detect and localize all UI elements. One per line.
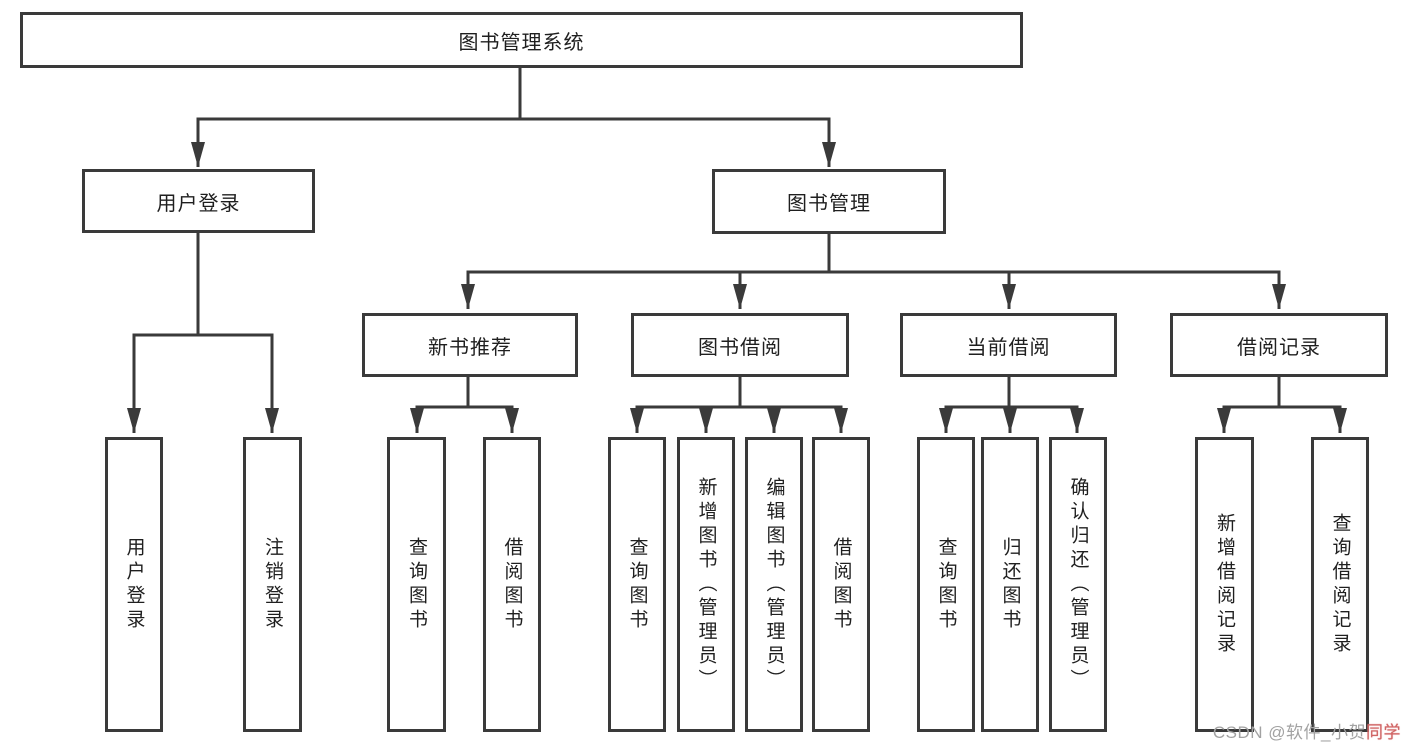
node-label: 图书管理 xyxy=(787,193,871,215)
csdn-watermark: CSDN @软件_小贺同学 xyxy=(1213,718,1401,743)
node-label: 新增图书（管理员） xyxy=(695,476,717,693)
node-label: 查询借阅记录 xyxy=(1329,512,1351,657)
node-label: 归还图书 xyxy=(999,536,1021,633)
node-label: 借阅记录 xyxy=(1237,336,1321,359)
watermark-prefix: CSDN @软件_小贺 xyxy=(1212,723,1366,742)
node-label: 借阅图书 xyxy=(501,536,523,633)
node-label: 用户登录 xyxy=(156,192,241,215)
node-book-management: 图书管理 xyxy=(712,169,946,234)
leaf-return-book: 归还图书 xyxy=(981,437,1039,732)
leaf-borrow-book: 借阅图书 xyxy=(812,437,870,732)
node-label: 图书借阅 xyxy=(698,336,782,359)
leaf-add-borrow-record: 新增借阅记录 xyxy=(1195,437,1254,732)
node-label: 查询图书 xyxy=(935,536,957,633)
leaf-confirm-return-admin: 确认归还（管理员） xyxy=(1049,437,1107,732)
node-label: 编辑图书（管理员） xyxy=(763,476,785,693)
leaf-add-book-admin: 新增图书（管理员） xyxy=(677,437,735,732)
leaf-user-login: 用户登录 xyxy=(105,437,163,732)
node-label: 当前借阅 xyxy=(966,336,1051,359)
node-label: 确认归还（管理员） xyxy=(1067,476,1089,693)
node-label: 用户登录 xyxy=(123,536,145,633)
watermark-suffix: 同学 xyxy=(1366,723,1401,742)
leaf-recommend-query-book: 查询图书 xyxy=(387,437,446,732)
leaf-current-query-book: 查询图书 xyxy=(917,437,975,732)
node-borrow-records: 借阅记录 xyxy=(1170,313,1388,377)
node-book-borrow: 图书借阅 xyxy=(631,313,849,377)
node-label: 注销登录 xyxy=(262,536,283,633)
leaf-logout: 注销登录 xyxy=(243,437,302,732)
node-label: 新增借阅记录 xyxy=(1214,512,1235,657)
node-user-login: 用户登录 xyxy=(82,169,315,233)
node-label: 新书推荐 xyxy=(428,336,512,359)
leaf-query-borrow-record: 查询借阅记录 xyxy=(1311,437,1369,732)
node-label: 借阅图书 xyxy=(830,536,852,633)
node-label: 查询图书 xyxy=(626,536,648,633)
node-label: 查询图书 xyxy=(406,536,427,633)
leaf-edit-book-admin: 编辑图书（管理员） xyxy=(745,437,803,732)
node-new-book-recommend: 新书推荐 xyxy=(362,313,578,377)
node-label: 图书管理系统 xyxy=(458,31,585,54)
leaf-recommend-borrow-book: 借阅图书 xyxy=(483,437,541,732)
leaf-borrow-query-book: 查询图书 xyxy=(608,437,666,732)
node-current-borrow: 当前借阅 xyxy=(900,313,1117,377)
node-library-management-system: 图书管理系统 xyxy=(20,12,1023,68)
